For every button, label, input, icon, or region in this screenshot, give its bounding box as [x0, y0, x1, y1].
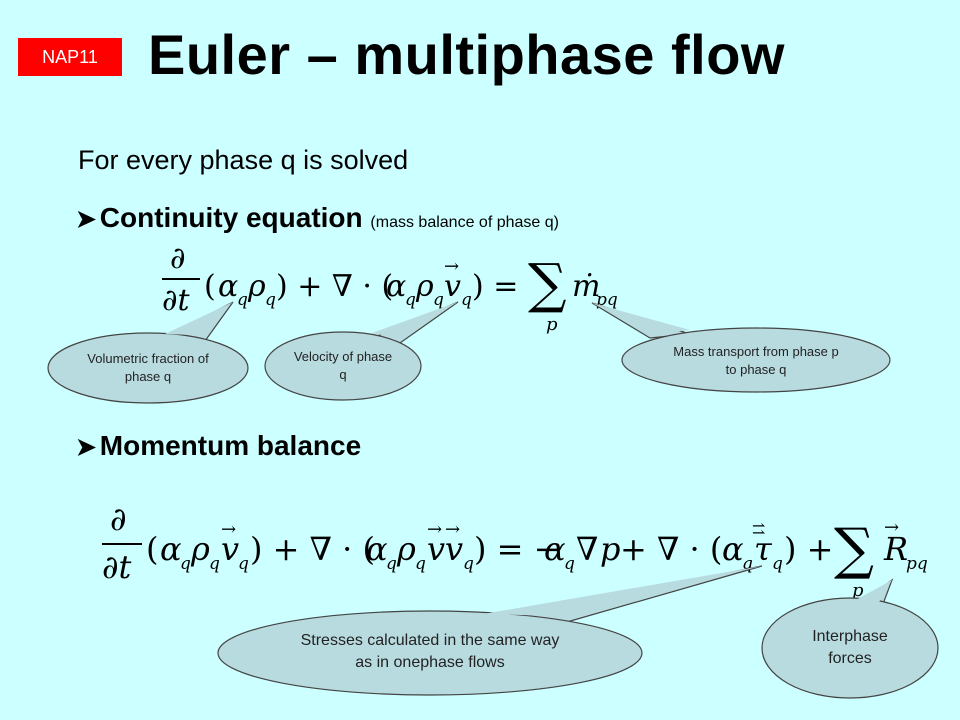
- svg-text:α: α: [218, 269, 238, 304]
- callout-velocity: [264, 301, 459, 401]
- callout-interphase-text: Interphase forces: [812, 628, 888, 667]
- svg-text:→: →: [444, 256, 459, 277]
- svg-text:v: v: [221, 530, 239, 568]
- bullet-continuity: ➤ Continuity equation (mass balance of p…: [76, 202, 559, 234]
- callout-vol-fraction: [47, 301, 249, 404]
- svg-text:q: q: [433, 290, 444, 310]
- intro-text: For every phase q is solved: [78, 145, 409, 175]
- svg-text:) + ∇ · (: ) + ∇ · (: [276, 269, 393, 304]
- svg-text:v: v: [427, 530, 445, 568]
- bullet-label: Continuity equation: [99, 202, 363, 233]
- svg-text:ρ: ρ: [396, 530, 416, 568]
- svg-text:) =: ) =: [472, 269, 518, 304]
- svg-text:∂: ∂: [110, 500, 127, 538]
- svg-text:q: q: [415, 554, 426, 574]
- bullet-note: (mass balance of phase q): [370, 214, 559, 231]
- callout-mass-transport: [591, 302, 891, 393]
- callout-mass-transport-text: Mass transport from phase p to phase q: [673, 344, 839, 377]
- svg-text:∂t: ∂t: [102, 548, 132, 586]
- svg-text:R: R: [883, 530, 908, 568]
- callout-interphase: [761, 578, 939, 699]
- svg-text:q: q: [564, 554, 575, 574]
- svg-text:p: p: [852, 580, 864, 601]
- svg-text:p: p: [546, 314, 558, 335]
- svg-text:q: q: [238, 554, 249, 574]
- svg-text:q: q: [742, 554, 753, 574]
- svg-text:→: →: [221, 519, 236, 540]
- svg-text:q: q: [237, 290, 248, 310]
- svg-text:α: α: [544, 530, 566, 568]
- callout-stresses-text: Stresses calculated in the same way as i…: [300, 632, 560, 671]
- continuity-equation: ∂ ∂t ( α q ρ q ) + ∇ · ( α q ρ q v → q )…: [162, 241, 618, 335]
- callout-vol-fraction-text: Volumetric fraction of phase q: [87, 351, 209, 384]
- svg-text:) + ∇ · (: ) + ∇ · (: [250, 530, 375, 568]
- svg-text:⇀: ⇀: [752, 516, 765, 535]
- svg-text:ρ: ρ: [415, 269, 434, 304]
- svg-text:α: α: [386, 269, 406, 304]
- svg-text:α: α: [160, 530, 182, 568]
- callout-stresses: [217, 565, 763, 696]
- svg-text:q: q: [265, 290, 276, 310]
- svg-text:⇀: ⇀: [752, 523, 765, 542]
- svg-text:ρ: ρ: [247, 269, 266, 304]
- svg-text:→: →: [884, 517, 899, 538]
- bullet-label: Momentum balance: [99, 430, 362, 461]
- svg-text:∇: ∇: [576, 530, 598, 568]
- svg-text:→: →: [445, 519, 460, 540]
- svg-text:ρ: ρ: [190, 530, 210, 568]
- svg-text:(: (: [204, 269, 216, 304]
- svg-text:∂t: ∂t: [162, 283, 191, 318]
- svg-text:q: q: [386, 554, 397, 574]
- momentum-equation: ∂ ∂t ( α q ρ q v → q ) + ∇ · ( α q ρ q v…: [102, 500, 928, 601]
- slide-badge: NAP11: [18, 38, 122, 76]
- svg-text:pq: pq: [596, 290, 618, 310]
- svg-text:∂: ∂: [170, 241, 186, 276]
- svg-text:v: v: [445, 530, 463, 568]
- svg-text:α: α: [366, 530, 388, 568]
- svg-text:α: α: [722, 530, 744, 568]
- svg-text:p: p: [600, 530, 620, 568]
- svg-text:) +: ) +: [784, 530, 833, 568]
- svg-text:q: q: [180, 554, 191, 574]
- svg-text:→: →: [427, 519, 442, 540]
- slide-title: Euler – multiphase flow: [148, 23, 785, 86]
- svg-text:q: q: [461, 290, 472, 310]
- svg-text:q: q: [772, 554, 783, 574]
- svg-text:+ ∇ · (: + ∇ · (: [620, 530, 722, 568]
- svg-text:ṁ: ṁ: [572, 269, 600, 304]
- svg-text:τ: τ: [754, 530, 773, 568]
- svg-text:v: v: [444, 269, 461, 304]
- svg-text:(: (: [146, 530, 158, 568]
- svg-text:∑: ∑: [834, 517, 874, 582]
- svg-text:q: q: [209, 554, 220, 574]
- svg-text:q: q: [405, 290, 416, 310]
- callout-velocity-text: Velocity of phase q: [293, 349, 393, 382]
- svg-text:∑: ∑: [528, 252, 567, 315]
- arrow-bullet-icon: ➤: [76, 206, 97, 233]
- bullet-momentum: ➤ Momentum balance: [76, 430, 361, 462]
- svg-text:q: q: [463, 554, 474, 574]
- svg-text:pq: pq: [906, 554, 928, 574]
- arrow-bullet-icon: ➤: [76, 434, 97, 461]
- svg-text:) = −: ) = −: [474, 530, 560, 568]
